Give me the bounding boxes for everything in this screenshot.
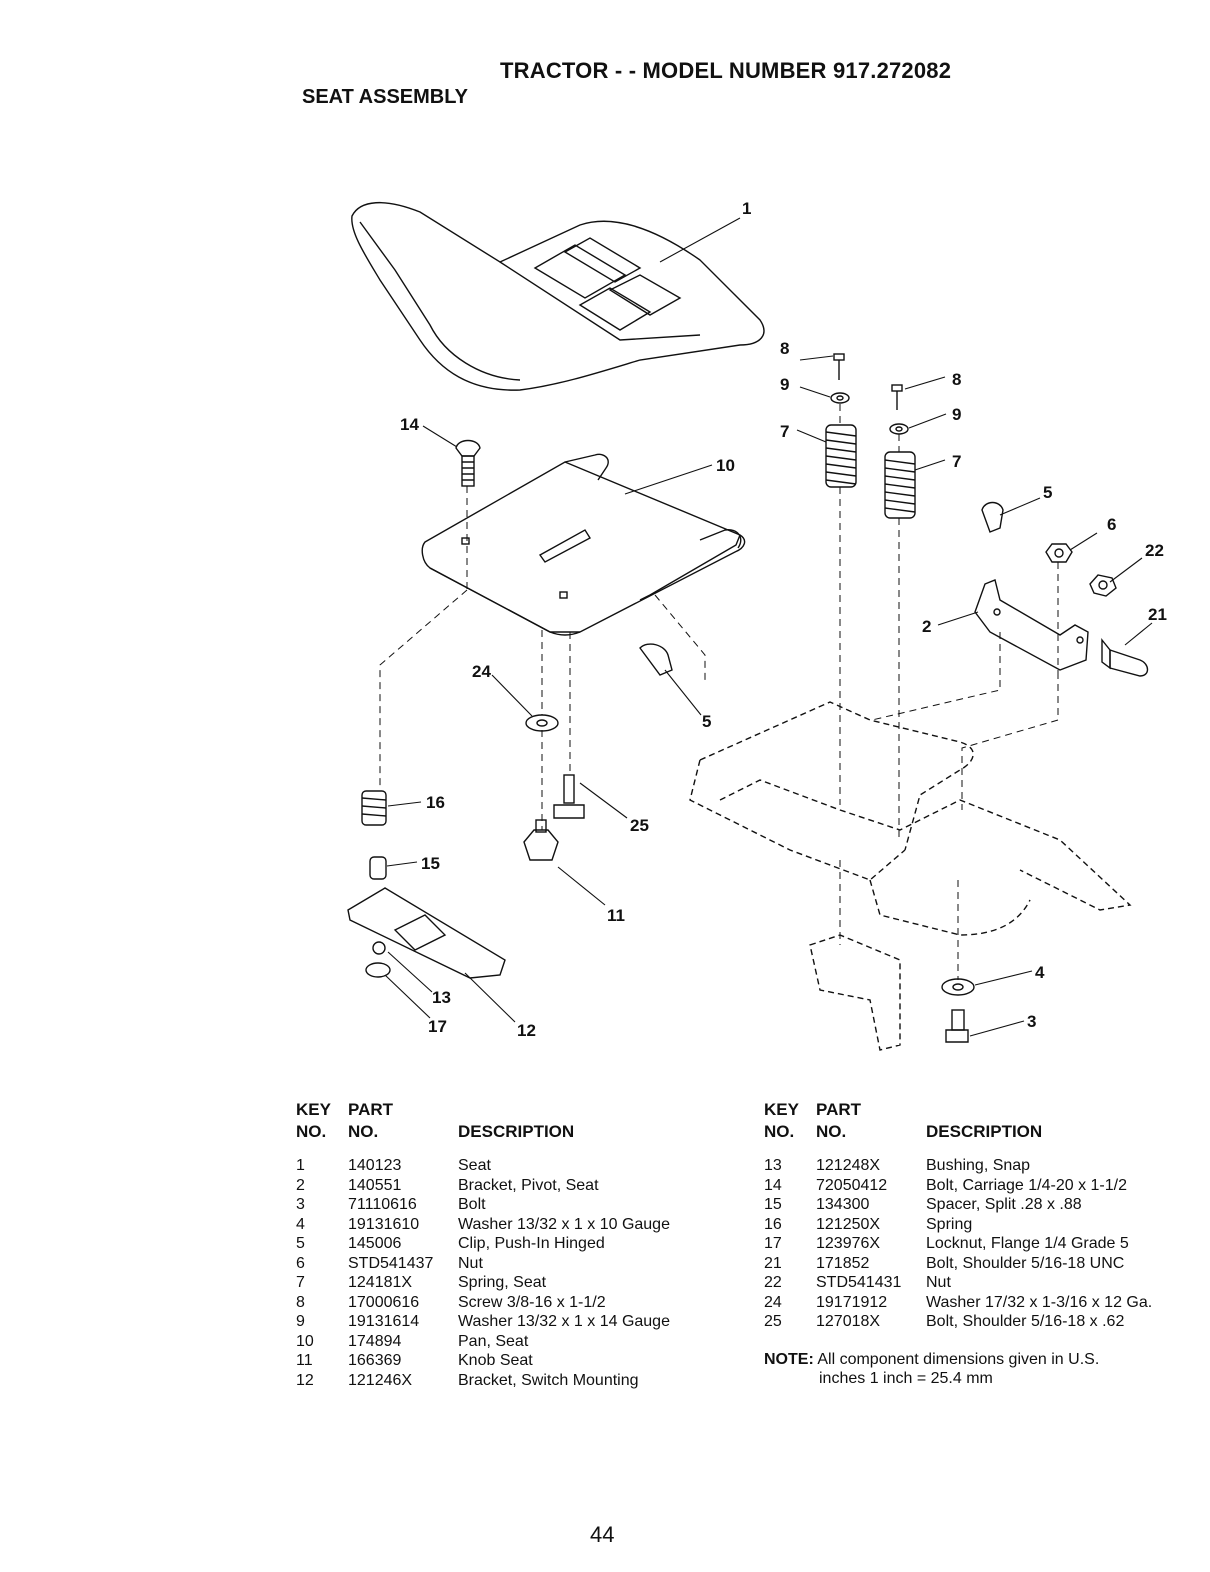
part-seat-spring-left-drawing bbox=[825, 424, 857, 488]
callout-1: 1 bbox=[742, 199, 751, 218]
leader-lines bbox=[384, 217, 1153, 1037]
section-title: SEAT ASSEMBLY bbox=[302, 86, 468, 108]
part-header-line1: PART bbox=[816, 1100, 862, 1119]
part-header-line1: PART bbox=[348, 1100, 394, 1119]
part-clips-nuts-drawing bbox=[639, 501, 1149, 677]
note-line1: All component dimensions given in U.S. bbox=[817, 1351, 1100, 1368]
seat-assembly-diagram: 1 8 9 8 9 7 7 14 10 5 6 22 2 21 24 5 16 … bbox=[347, 199, 1167, 1051]
callout-8b: 8 bbox=[952, 370, 961, 389]
callout-8a: 8 bbox=[780, 339, 789, 358]
description-header: DESCRIPTION bbox=[458, 1122, 575, 1141]
part-carriage-bolt-drawing bbox=[455, 439, 481, 487]
callout-24: 24 bbox=[472, 662, 491, 681]
callout-13: 13 bbox=[432, 988, 451, 1007]
callout-11: 11 bbox=[607, 906, 625, 925]
note-label: NOTE: bbox=[764, 1351, 814, 1368]
dimensions-note: NOTE: All component dimensions given in … bbox=[764, 1350, 1099, 1388]
callout-15: 15 bbox=[421, 854, 440, 873]
callout-16: 16 bbox=[426, 793, 445, 812]
part-washer-bolt-drawing bbox=[941, 978, 975, 1043]
part-switch-bracket-drawing bbox=[347, 790, 506, 979]
part-pivot-bracket-drawing bbox=[974, 579, 1089, 671]
description-header: DESCRIPTION bbox=[926, 1122, 1043, 1141]
callout-21: 21 bbox=[1148, 605, 1167, 624]
callout-9b: 9 bbox=[952, 405, 961, 424]
callout-3: 3 bbox=[1027, 1012, 1036, 1031]
callout-2: 2 bbox=[922, 617, 931, 636]
part-header-line2: NO. bbox=[348, 1122, 379, 1141]
callout-9a: 9 bbox=[780, 375, 789, 394]
part-seat-pan-drawing bbox=[421, 453, 746, 636]
callout-12: 12 bbox=[517, 1021, 536, 1040]
callout-25: 25 bbox=[630, 816, 649, 835]
callout-7b: 7 bbox=[952, 452, 961, 471]
part-screws-washers-drawing bbox=[830, 353, 909, 435]
callout-4: 4 bbox=[1035, 963, 1045, 982]
key-header-line1: KEY bbox=[764, 1100, 799, 1119]
part-bolt-knob-drawing bbox=[523, 714, 585, 861]
note-line2: inches 1 inch = 25.4 mm bbox=[819, 1370, 993, 1387]
key-header-line2: NO. bbox=[296, 1122, 327, 1141]
callout-labels: 1 8 9 8 9 7 7 14 10 5 6 22 2 21 24 5 16 … bbox=[400, 199, 1167, 1040]
callout-22: 22 bbox=[1145, 541, 1164, 560]
part-tractor-frame-drawing bbox=[689, 701, 1132, 1051]
callout-10: 10 bbox=[716, 456, 735, 475]
key-header-line1: KEY bbox=[296, 1100, 331, 1119]
callout-17: 17 bbox=[428, 1017, 447, 1036]
assembly-lines bbox=[379, 404, 1059, 980]
page-number: 44 bbox=[590, 1522, 615, 1547]
callout-7a: 7 bbox=[780, 422, 789, 441]
part-header-line2: NO. bbox=[816, 1122, 847, 1141]
callout-5a: 5 bbox=[1043, 483, 1052, 502]
part-seat-drawing bbox=[351, 201, 765, 391]
callout-14: 14 bbox=[400, 415, 419, 434]
callout-5b: 5 bbox=[702, 712, 711, 731]
page-title: TRACTOR - - MODEL NUMBER 917.272082 bbox=[500, 58, 952, 83]
key-header-line2: NO. bbox=[764, 1122, 795, 1141]
callout-6: 6 bbox=[1107, 515, 1116, 534]
part-seat-spring-right-drawing bbox=[884, 451, 916, 519]
